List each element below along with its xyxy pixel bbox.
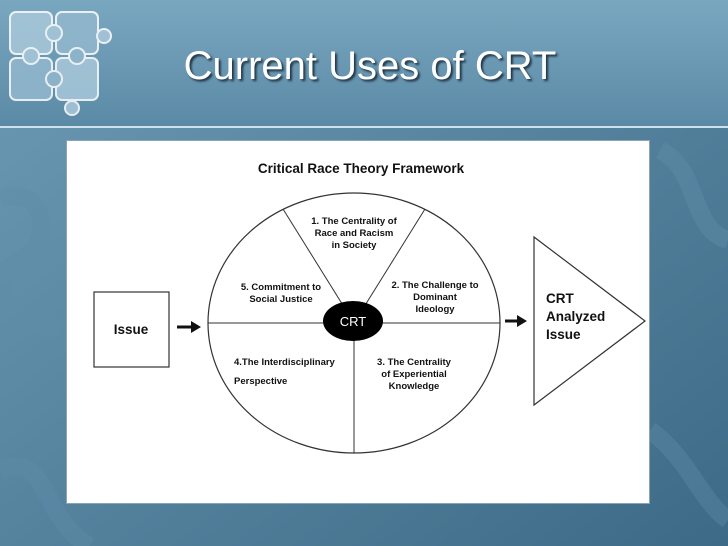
puzzle-pieces-logo [9,11,112,116]
segment-2-challenge-to-dominant-ideology: 2. The Challenge to Dominant Ideology [391,280,478,315]
segment-3-line-1: 3. The Centrality [377,357,452,368]
segment-1-line-3: in Society [332,240,378,251]
diagram-panel: Critical Race Theory Framework Issue 1. … [66,140,650,504]
segment-1-line-1: 1. The Centrality of [311,216,397,227]
issue-box [93,291,170,368]
segment-3-experiential-knowledge: 3. The Centrality of Experiential Knowle… [377,357,452,392]
segment-5-line-2: Social Justice [249,294,312,305]
segment-2-line-2: Dominant [413,292,458,303]
segment-4-line-1: 4.The Interdisciplinary [234,357,336,368]
segment-1-line-2: Race and Racism [315,228,394,239]
segment-2-line-3: Ideology [415,304,455,315]
slide-title: Current Uses of CRT [183,44,557,88]
segment-4-interdisciplinary-perspective: 4.The Interdisciplinary Perspective [234,357,336,387]
output-line-2: Analyzed [546,309,605,324]
segment-4-line-2: Perspective [234,376,287,387]
right-arrow-icon [177,321,201,333]
right-arrow-icon [505,315,527,327]
output-line-3: Issue [546,327,581,342]
segment-5-commitment-to-social-justice: 5. Commitment to Social Justice [241,282,321,305]
output-line-1: CRT [546,291,574,306]
segment-3-line-2: of Experiential [381,369,446,380]
segment-2-line-1: 2. The Challenge to [391,280,478,291]
segment-1-centrality-of-race: 1. The Centrality of Race and Racism in … [311,216,397,251]
issue-label: Issue [114,322,149,337]
segment-5-line-1: 5. Commitment to [241,282,321,293]
crt-center-node [323,301,383,341]
output-triangle [533,235,646,407]
diagram-title: Critical Race Theory Framework [258,161,465,176]
title-divider [0,126,728,128]
segment-3-line-3: Knowledge [389,381,440,392]
crt-center-label: CRT [340,314,367,329]
crt-framework-diagram: Critical Race Theory Framework Issue 1. … [93,161,646,454]
